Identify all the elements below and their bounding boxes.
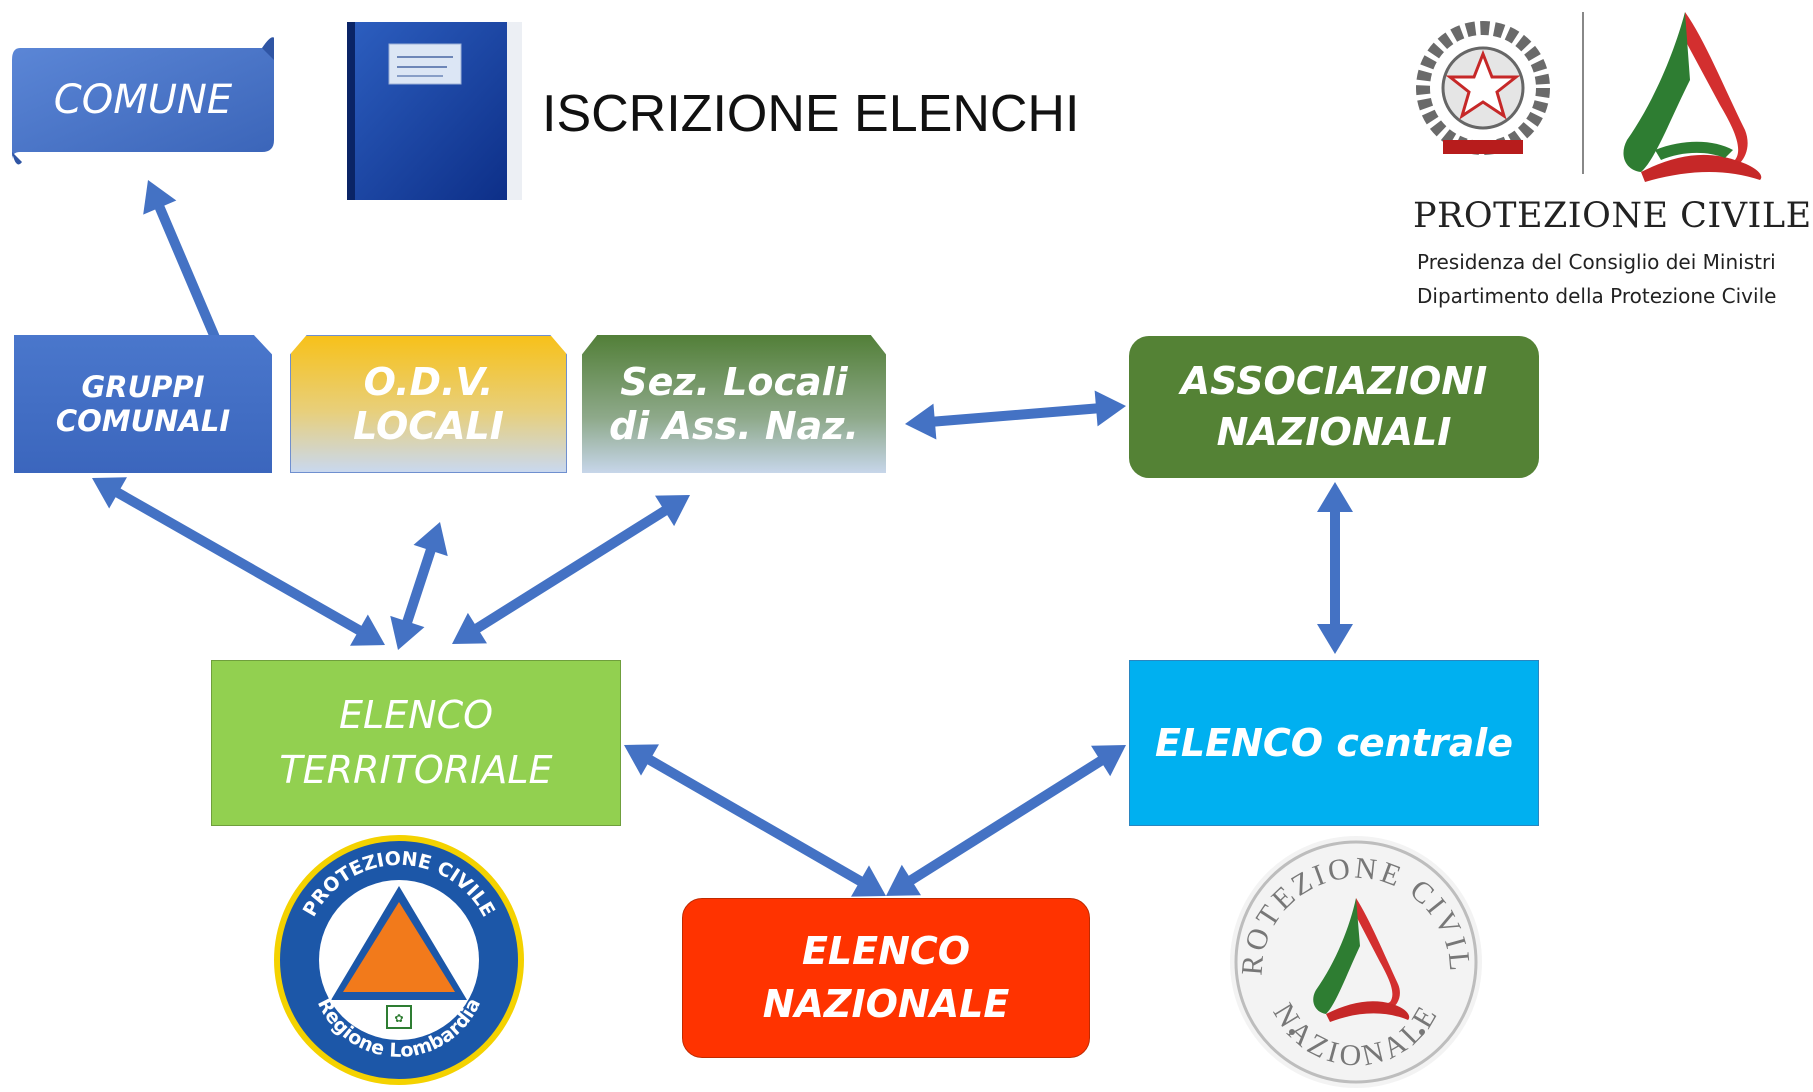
- arrow-odv-territoriale: [390, 522, 448, 650]
- associazioni-line1: ASSOCIAZIONI: [1180, 358, 1488, 403]
- associazioni-line2: NAZIONALI: [1216, 410, 1452, 454]
- notebook-icon: [347, 22, 522, 200]
- nazionale-line1: ELENCO: [801, 928, 971, 973]
- territoriale-line1: ELENCO: [338, 692, 494, 737]
- centrale-label: ELENCO centrale: [1154, 721, 1514, 765]
- elenco-territoriale-node: ELENCO TERRITORIALE: [211, 660, 621, 826]
- nazionale-line2: NAZIONALE: [762, 982, 1010, 1026]
- regione-lombardia-logo: ✿ PROTEZIONE CIVILE Regione Lombardia: [274, 835, 524, 1085]
- dpc-line1: Presidenza del Consiglio dei Ministri: [1417, 250, 1776, 274]
- dpc-emblem: [1416, 12, 1762, 182]
- sez-line2: di Ass. Naz.: [609, 404, 859, 448]
- arrow-associazioni-centrale: [1317, 482, 1353, 654]
- gruppi-line1: GRUPPI: [81, 370, 205, 404]
- associazioni-nazionali-node: ASSOCIAZIONI NAZIONALI: [1129, 336, 1539, 478]
- gruppi-line2: COMUNALI: [55, 404, 231, 438]
- arrow-centrale-nazionale: [886, 745, 1126, 896]
- odv-locali-node: O.D.V. LOCALI: [290, 335, 567, 473]
- odv-line1: O.D.V.: [363, 360, 494, 404]
- elenco-nazionale-node: ELENCO NAZIONALE: [682, 898, 1090, 1058]
- comune-label: COMUNE: [53, 77, 233, 123]
- protezione-civile-nazionale-seal: PROTEZIONE CIVILE NAZIONALE: [1222, 832, 1482, 1088]
- arrow-territoriale-nazionale: [624, 744, 886, 897]
- scroll-shape: [12, 37, 274, 165]
- territoriale-line2: TERRITORIALE: [279, 748, 553, 792]
- arrow-gruppi-territoriale: [92, 477, 385, 646]
- lombardia-rose-icon: ✿: [394, 1013, 403, 1025]
- dpc-title: PROTEZIONE CIVILE: [1413, 196, 1812, 236]
- page-title: ISCRIZIONE ELENCHI: [542, 85, 1080, 143]
- arrow-sez-associazioni: [905, 390, 1126, 440]
- gruppi-comunali-node: GRUPPI COMUNALI: [14, 335, 272, 473]
- dpc-line2: Dipartimento della Protezione Civile: [1417, 284, 1777, 308]
- sez-line1: Sez. Locali: [620, 360, 848, 404]
- sez-locali-node: Sez. Locali di Ass. Naz.: [582, 335, 886, 473]
- dpc-logo: PROTEZIONE CIVILE Presidenza del Consigl…: [1405, 4, 1812, 314]
- elenco-centrale-node: ELENCO centrale: [1129, 660, 1539, 826]
- odv-line2: LOCALI: [353, 404, 504, 448]
- comune-node: COMUNE: [12, 30, 274, 170]
- arrow-sez-territoriale: [452, 495, 690, 644]
